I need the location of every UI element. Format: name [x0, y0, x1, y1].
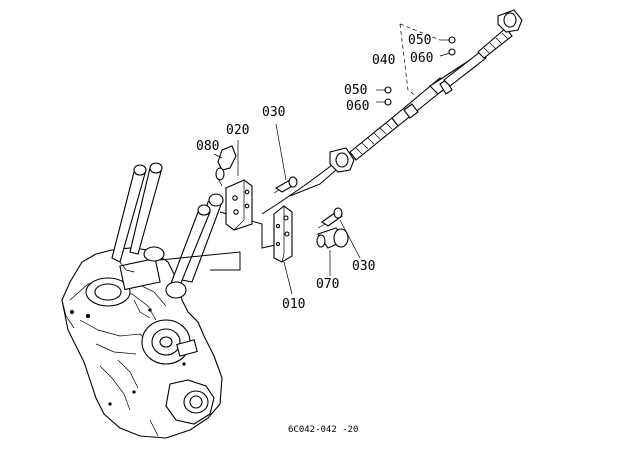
label-040: 040	[372, 53, 395, 68]
part-030-bolt-upper	[273, 176, 298, 194]
label-050-top: 050	[408, 33, 431, 48]
label-leaders	[213, 123, 361, 295]
label-060-mid: 060	[346, 99, 369, 114]
control-cable	[261, 9, 523, 215]
part-labels: 050 040 060 050 060 030 020 080 030 070 …	[196, 33, 433, 312]
label-080: 080	[196, 139, 219, 154]
label-010: 010	[282, 297, 305, 312]
label-030-lower: 030	[352, 259, 375, 274]
label-070: 070	[316, 277, 339, 292]
part-030-bolt-lower	[317, 207, 343, 229]
drawing-code: 6C042-042 -20	[288, 425, 358, 435]
label-060-top: 060	[410, 51, 433, 66]
transmission-housing	[61, 246, 223, 439]
label-020: 020	[226, 123, 249, 138]
lift-arms	[111, 162, 224, 299]
label-050-mid: 050	[344, 83, 367, 98]
part-080-elbow-fitting	[215, 145, 237, 187]
part-010-bracket	[273, 205, 293, 263]
part-020-bracket	[225, 179, 253, 231]
label-030-upper: 030	[262, 105, 285, 120]
part-070-pin	[316, 227, 349, 249]
